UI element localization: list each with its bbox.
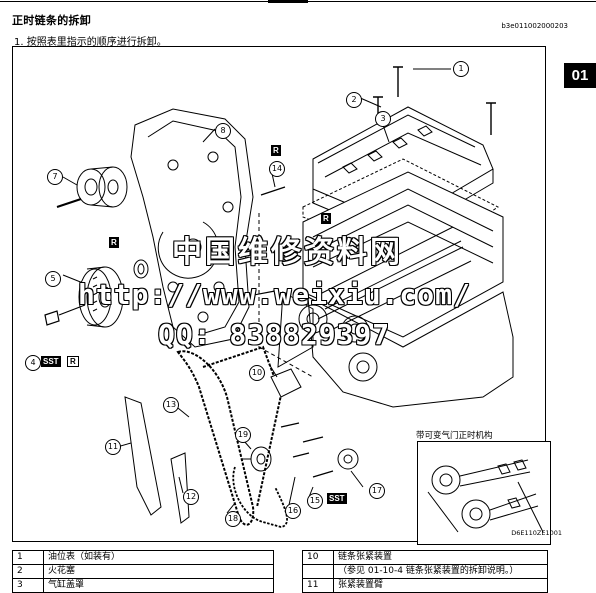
sst-badge: SST (41, 356, 61, 367)
cylinder-head (302, 171, 504, 338)
part-name: 气缸盖罩 (43, 578, 274, 593)
timing-chain-cover (130, 108, 254, 348)
exploded-diagram-frame: 1 2 3 4 5 7 8 10 11 12 13 14 15 16 17 18… (12, 46, 551, 545)
section-tab[interactable]: 01 (564, 63, 596, 88)
part-number: 2 (12, 564, 44, 579)
crankshaft-bolt (44, 304, 86, 326)
callout-13: 13 (163, 397, 179, 413)
tensioner-arm (124, 396, 162, 516)
part-name: 油位表（如装有） (43, 550, 274, 565)
callout-7: 7 (47, 169, 63, 185)
callout-15: 15 (307, 493, 323, 509)
part-number: 1 (12, 550, 44, 565)
part-number: 3 (12, 578, 44, 593)
engine-exploded-drawing (44, 66, 514, 528)
part-number: 11 (302, 578, 334, 593)
callout-11: 11 (105, 439, 121, 455)
part-name: 火花塞 (43, 564, 274, 579)
callout-1: 1 (453, 61, 469, 77)
part-note: （参见 01-10-4 链条张紧装置的拆卸说明。） (333, 564, 548, 579)
part-number (302, 564, 334, 579)
table-row: （参见 01-10-4 链条张紧装置的拆卸说明。） (302, 564, 548, 579)
front-oil-seal (133, 259, 149, 279)
callout-17: 17 (369, 483, 385, 499)
chain-guide (170, 452, 190, 524)
watermark-line-1: 中国维修资料网 (172, 235, 403, 270)
timing-chain (176, 350, 255, 526)
callout-2: 2 (346, 92, 362, 108)
callout-3: 3 (375, 111, 391, 127)
figure-id: D6E110ZE1001 (511, 529, 562, 537)
step-instruction: 1. 按照表里指示的顺序进行拆卸。 (14, 37, 167, 48)
vvt-drawing (427, 459, 544, 533)
reuse-badge-r: R (321, 213, 331, 224)
callout-19: 19 (235, 427, 251, 443)
callout-4: 4 (25, 355, 41, 371)
callout-12: 12 (183, 489, 199, 505)
part-name: 张紧装置臂 (333, 578, 548, 593)
callout-18: 18 (225, 511, 241, 527)
watermark-line-3: QQ: 838829397 (158, 318, 391, 351)
callout-5: 5 (45, 271, 61, 287)
sst-badge: SST (327, 493, 347, 504)
callout-10: 10 (249, 365, 265, 381)
reuse-badge-r: R (271, 145, 281, 156)
callout-16: 16 (285, 503, 301, 519)
crankshaft-sprocket (250, 446, 272, 472)
page-title: 正时链条的拆卸 (12, 14, 92, 27)
reuse-badge-r: R (67, 356, 79, 367)
part-number: 10 (302, 550, 334, 565)
callout-8: 8 (215, 123, 231, 139)
part-name: 链条张紧装置 (333, 550, 548, 565)
doc-id: b3e011002000203 (501, 22, 568, 30)
vvt-caption: 带可变气门正时机构 (416, 431, 493, 441)
oil-pump-sprocket (337, 448, 359, 470)
chain-tensioner (270, 368, 302, 398)
callout-14: 14 (269, 161, 285, 177)
reuse-badge-r: R (109, 237, 119, 248)
vvt-inset: 带可变气门正时机构 (416, 431, 551, 545)
watermark-line-2: http://www.weixiu.com/ (78, 278, 471, 311)
top-rule (0, 0, 596, 3)
